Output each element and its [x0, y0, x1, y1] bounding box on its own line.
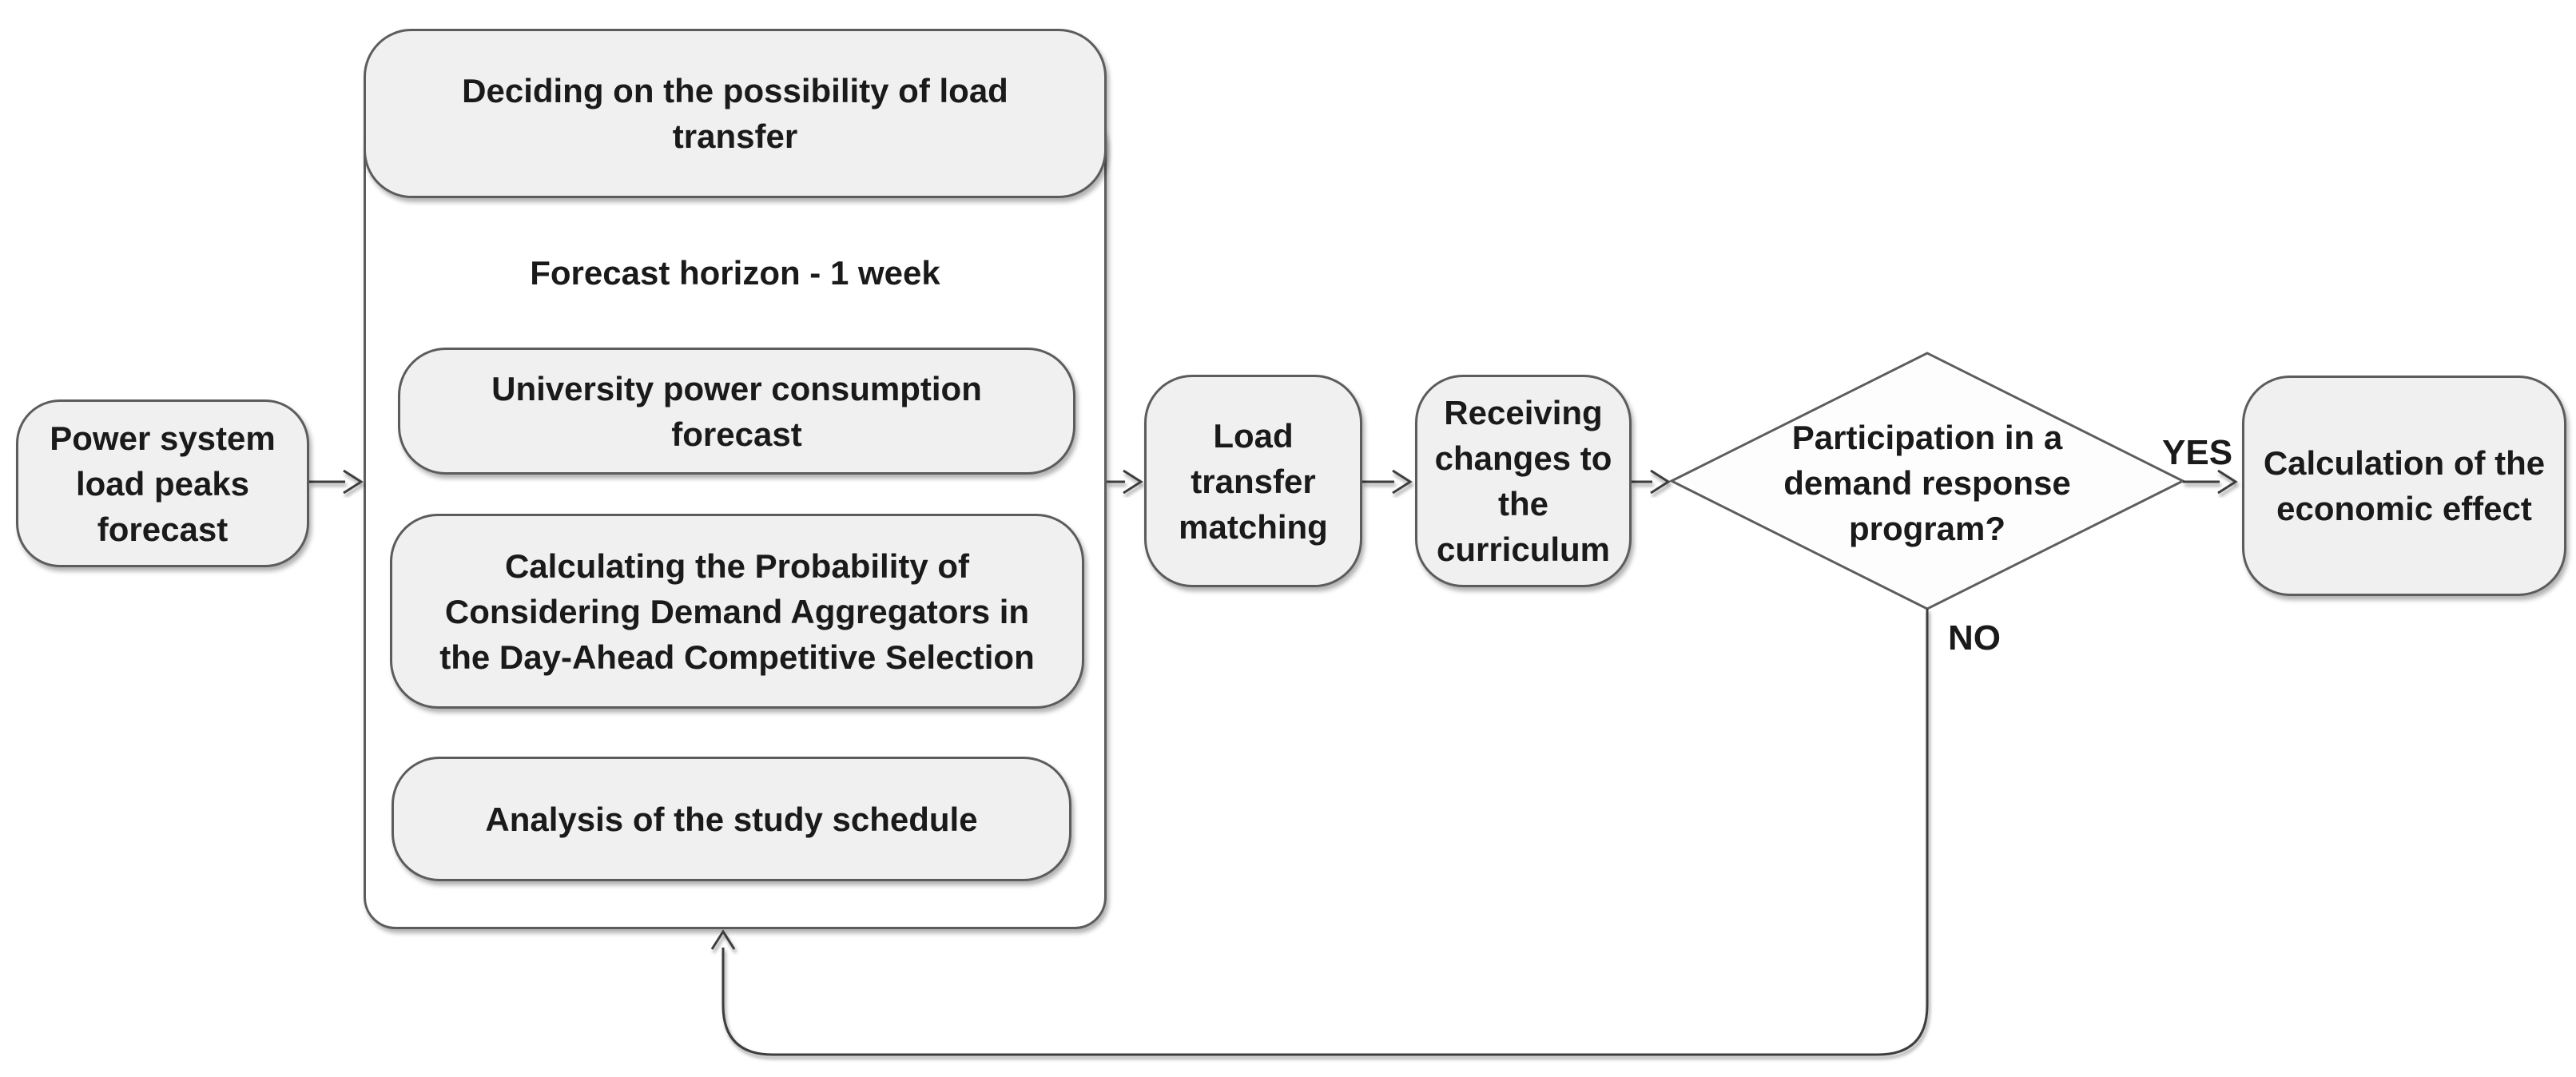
- label-forecast-horizon: Forecast horizon - 1 week: [530, 253, 940, 292]
- node-calculating-probability-demand-aggregators: Calculating the Probability of Consideri…: [390, 514, 1084, 709]
- node-university-power-consumption-forecast: University power consumption forecast: [398, 348, 1075, 475]
- arrow-load-to-receiving: [1362, 469, 1413, 495]
- decision-diamond-label: Participation in a demand response progr…: [1783, 418, 2071, 547]
- node-load-transfer-matching: Load transfer matching: [1144, 375, 1362, 587]
- arrow-power-to-container: [309, 469, 364, 495]
- node-analysis-study-schedule: Analysis of the study schedule: [392, 757, 1071, 881]
- arrow-container-to-load: [1107, 469, 1143, 495]
- node-receiving-changes-curriculum: Receiving changes to the curriculum: [1415, 375, 1632, 587]
- edge-label-yes: YES: [2162, 433, 2233, 472]
- edge-label-no: NO: [1948, 618, 2001, 658]
- node-calculation-economic-effect: Calculation of the economic effect: [2242, 376, 2566, 596]
- node-power-system-load-peaks-forecast: Power system load peaks forecast: [16, 399, 309, 567]
- feedback-loop-no: [710, 609, 1929, 1056]
- arrow-receiving-to-decision: [1632, 469, 1671, 495]
- node-deciding-possibility-load-transfer: Deciding on the possibility of load tran…: [364, 29, 1107, 198]
- arrow-yes-to-economic-effect: [2183, 469, 2238, 495]
